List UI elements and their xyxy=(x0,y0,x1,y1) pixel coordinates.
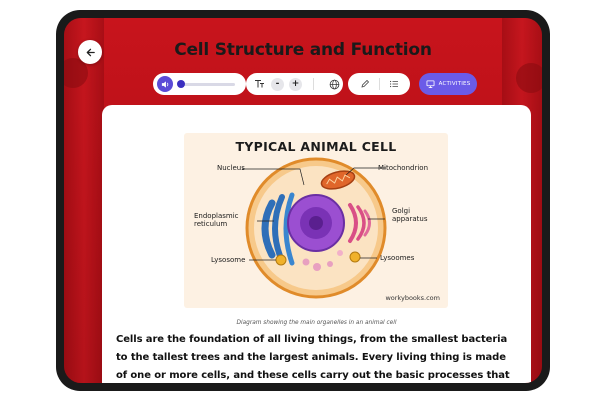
decrease-text-button[interactable]: - xyxy=(271,77,284,91)
back-button[interactable] xyxy=(78,40,102,64)
diagram-title: TYPICAL ANIMAL CELL xyxy=(235,139,397,154)
label-golgi-line1: Golgi xyxy=(392,207,411,215)
toolbar-divider xyxy=(378,78,380,90)
page-title: Cell Structure and Function xyxy=(174,40,432,60)
pen-icon[interactable] xyxy=(358,77,372,91)
increase-text-button[interactable]: + xyxy=(289,77,302,91)
label-er-line2: reticulum xyxy=(194,220,228,228)
tablet-frame: Cell Structure and Function - + xyxy=(56,10,550,391)
animal-cell-diagram: TYPICAL ANIMAL CELL xyxy=(184,133,448,308)
label-er-line1: Endoplasmic xyxy=(194,212,239,220)
label-er: Endoplasmic reticulum xyxy=(194,212,239,228)
app-screen: Cell Structure and Function - + xyxy=(64,18,542,383)
lantern-decoration xyxy=(64,58,88,88)
presentation-icon xyxy=(426,80,435,88)
label-nucleus: Nucleus xyxy=(217,164,245,172)
globe-icon[interactable] xyxy=(327,77,341,91)
activities-label: ACTIVITIES xyxy=(438,81,471,87)
toolbar-divider xyxy=(313,78,314,90)
cell-illustration xyxy=(242,157,387,299)
audio-play-button[interactable] xyxy=(157,76,173,92)
label-golgi-line2: apparatus xyxy=(392,215,428,223)
activities-button[interactable]: ACTIVITIES xyxy=(419,73,477,95)
figure-caption: Diagram showing the main organelles in a… xyxy=(236,320,397,326)
text-size-icon[interactable] xyxy=(252,77,266,91)
label-lysosome: Lysosome xyxy=(211,256,246,264)
volume-icon xyxy=(161,80,168,88)
label-mitochondrion: Mitochondrion xyxy=(378,164,429,172)
lantern-decoration xyxy=(516,63,542,93)
label-lysosomes: Lysoomes xyxy=(380,254,415,262)
lesson-paragraph: Cells are the foundation of all living t… xyxy=(116,334,510,381)
annotation-toolbar xyxy=(348,73,410,95)
audio-player xyxy=(153,73,246,95)
audio-progress-slider[interactable] xyxy=(177,80,235,88)
arrow-left-icon xyxy=(86,48,95,56)
content-card: TYPICAL ANIMAL CELL xyxy=(102,105,531,383)
audio-progress-knob[interactable] xyxy=(177,80,185,88)
label-golgi: Golgi apparatus xyxy=(392,207,427,223)
diagram-credit: workybooks.com xyxy=(385,294,440,302)
text-toolbar: - + xyxy=(246,73,343,95)
list-icon[interactable] xyxy=(387,77,401,91)
